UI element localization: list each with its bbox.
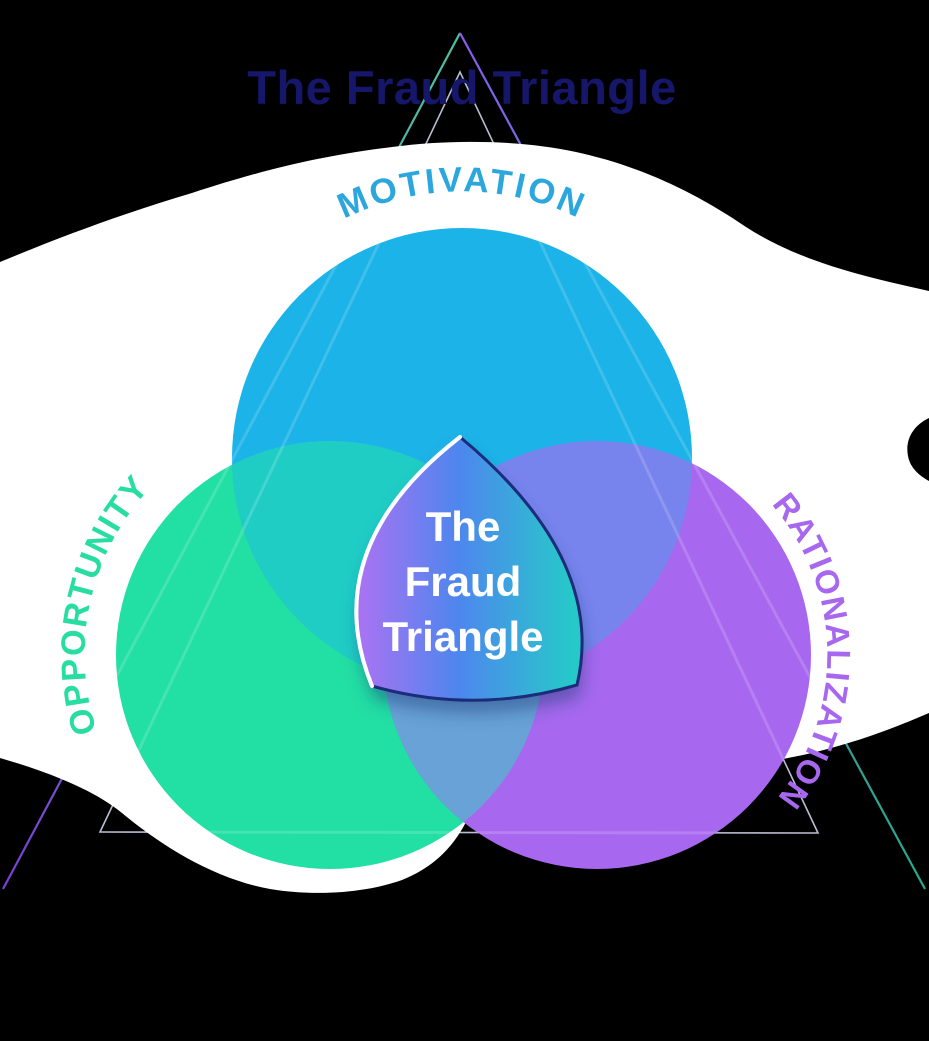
center-triangle-border-right [370,435,584,702]
page-title: The Fraud Triangle [247,61,676,114]
center-triangle-border-left [354,435,462,688]
center-triangle-badge: The Fraud Triangle [354,435,584,702]
center-label-line-1: The [426,503,501,550]
center-label-line-3: Triangle [382,613,543,660]
center-label-line-2: Fraud [405,558,522,605]
